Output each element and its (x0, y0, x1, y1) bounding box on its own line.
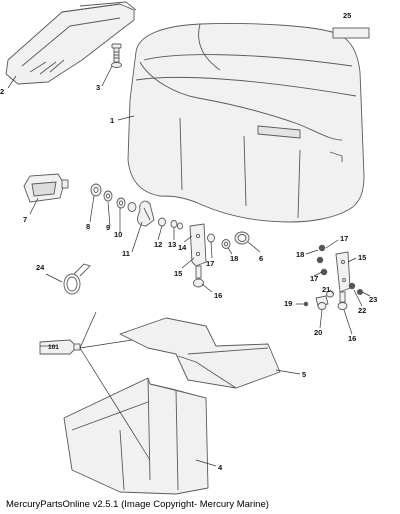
callout-101: 101 (48, 344, 59, 351)
decal-part[interactable] (332, 27, 370, 39)
callout-6: 6 (259, 254, 263, 263)
lubricant-tube-part[interactable] (39, 339, 81, 355)
grommet-parts[interactable] (90, 183, 137, 212)
callout-17-left: 17 (206, 259, 214, 268)
lower-panel-part[interactable] (63, 377, 209, 495)
callout-19: 19 (284, 299, 292, 308)
callout-labels: 1 2 3 25 7 8 9 10 11 12 13 14 15 16 17 1… (0, 11, 377, 472)
callout-13: 13 (168, 240, 176, 249)
strap-part[interactable] (63, 263, 91, 295)
callout-25: 25 (343, 11, 351, 20)
latch-bracket-right-part[interactable] (303, 244, 364, 310)
callout-15-left: 15 (174, 269, 182, 278)
screw-part[interactable] (111, 43, 122, 68)
callout-5: 5 (302, 370, 306, 379)
callout-4: 4 (218, 463, 223, 472)
callout-17-mid: 17 (310, 274, 318, 283)
callout-16-right: 16 (348, 334, 356, 343)
callout-1: 1 (110, 116, 114, 125)
callout-14: 14 (178, 243, 187, 252)
callout-15-right: 15 (358, 253, 366, 262)
top-vent-cover-part[interactable] (5, 1, 137, 85)
top-cowl-part[interactable] (127, 23, 365, 223)
callout-2: 2 (0, 87, 4, 96)
callout-20: 20 (314, 328, 322, 337)
callout-8: 8 (86, 222, 90, 231)
callout-22: 22 (358, 306, 366, 315)
bottom-pad-part[interactable] (119, 317, 281, 389)
callout-18-right: 18 (296, 250, 304, 259)
latch-hook-part[interactable] (137, 200, 155, 227)
callout-3: 3 (96, 83, 100, 92)
callout-17-top: 17 (340, 234, 348, 243)
leader-lines (7, 65, 371, 467)
callout-24: 24 (36, 263, 45, 272)
callout-10: 10 (114, 230, 122, 239)
callout-23: 23 (369, 295, 377, 304)
washer-bolt-parts[interactable] (158, 217, 183, 230)
handle-part[interactable] (23, 173, 69, 203)
latch-bracket-left-part[interactable] (189, 223, 250, 288)
callout-12: 12 (154, 240, 162, 249)
callout-9: 9 (106, 223, 110, 232)
callout-21: 21 (322, 285, 330, 294)
callout-7: 7 (23, 215, 27, 224)
callout-18-left: 18 (230, 254, 238, 263)
callout-16-left: 16 (214, 291, 222, 300)
copyright-footer: MercuryPartsOnline v2.5.1 (Image Copyrig… (6, 499, 269, 510)
callout-11: 11 (122, 249, 130, 258)
